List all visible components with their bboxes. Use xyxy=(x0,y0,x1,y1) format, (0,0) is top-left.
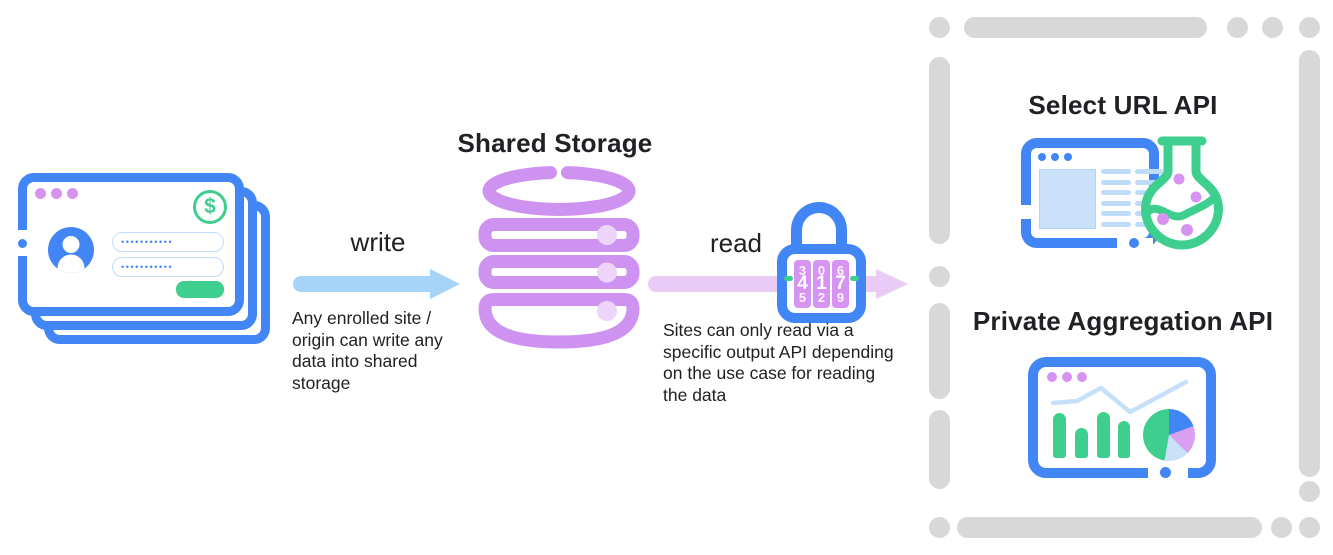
lock-reel: 3 4 5 xyxy=(794,259,811,308)
lock-dial-marker xyxy=(784,276,793,281)
lock-reel: 6 7 9 xyxy=(832,259,849,308)
line-chart-icon xyxy=(1050,379,1189,415)
submit-button xyxy=(176,281,224,298)
reel-digit: 7 xyxy=(835,272,846,294)
content-pane xyxy=(1039,169,1096,229)
reel-digit: 9 xyxy=(836,289,845,305)
pie-chart-icon xyxy=(1143,409,1195,461)
read-caption: Sites can only read via a specific outpu… xyxy=(663,320,894,405)
border-dot xyxy=(1129,238,1139,248)
user-avatar-icon xyxy=(48,227,94,273)
write-caption: Any enrolled site / origin can write any… xyxy=(292,308,443,393)
reel-digit: 3 xyxy=(798,262,807,278)
dashboard-window-icon xyxy=(1028,357,1216,478)
database-dots xyxy=(597,225,617,321)
browser-card: $ ••••••••••• ••••••••••• xyxy=(18,173,244,316)
reel-digit: 4 xyxy=(797,272,808,294)
flask-icon xyxy=(1141,136,1223,250)
lock-reel: 0 1 2 xyxy=(813,259,830,308)
select-url-api-title: Select URL API xyxy=(1028,90,1218,120)
lock-dial-marker xyxy=(850,276,859,281)
card-border-dot xyxy=(18,239,27,248)
browser-window-icon xyxy=(1021,138,1163,248)
window-dots-icon xyxy=(35,188,78,199)
write-label: write xyxy=(350,227,406,257)
text-lines xyxy=(1101,169,1131,227)
lock-body: 3 4 5 0 1 2 6 7 9 xyxy=(777,244,866,323)
reel-digit: 5 xyxy=(798,289,807,305)
lock-shackle xyxy=(791,202,847,250)
read-label: read xyxy=(709,228,763,258)
write-arrow xyxy=(293,269,460,299)
window-dots-icon xyxy=(1038,153,1072,161)
reel-digit: 1 xyxy=(816,272,827,294)
password-field-1: ••••••••••• xyxy=(112,232,224,252)
password-field-2: ••••••••••• xyxy=(112,257,224,277)
window-dots-icon xyxy=(1047,372,1087,382)
reel-digit: 2 xyxy=(817,289,826,305)
border-dot xyxy=(1160,467,1171,478)
database-icon xyxy=(478,166,640,349)
dollar-circle-icon: $ xyxy=(193,190,227,224)
flask-bubbles xyxy=(1157,173,1202,236)
shared-storage-title: Shared Storage xyxy=(457,128,653,158)
combination-lock-icon: 3 4 5 0 1 2 6 7 9 xyxy=(777,202,867,324)
private-aggregation-api-title: Private Aggregation API xyxy=(972,306,1274,336)
reel-digit: 6 xyxy=(836,262,845,278)
border-notch xyxy=(1021,205,1031,219)
reel-digit: 0 xyxy=(817,262,826,278)
